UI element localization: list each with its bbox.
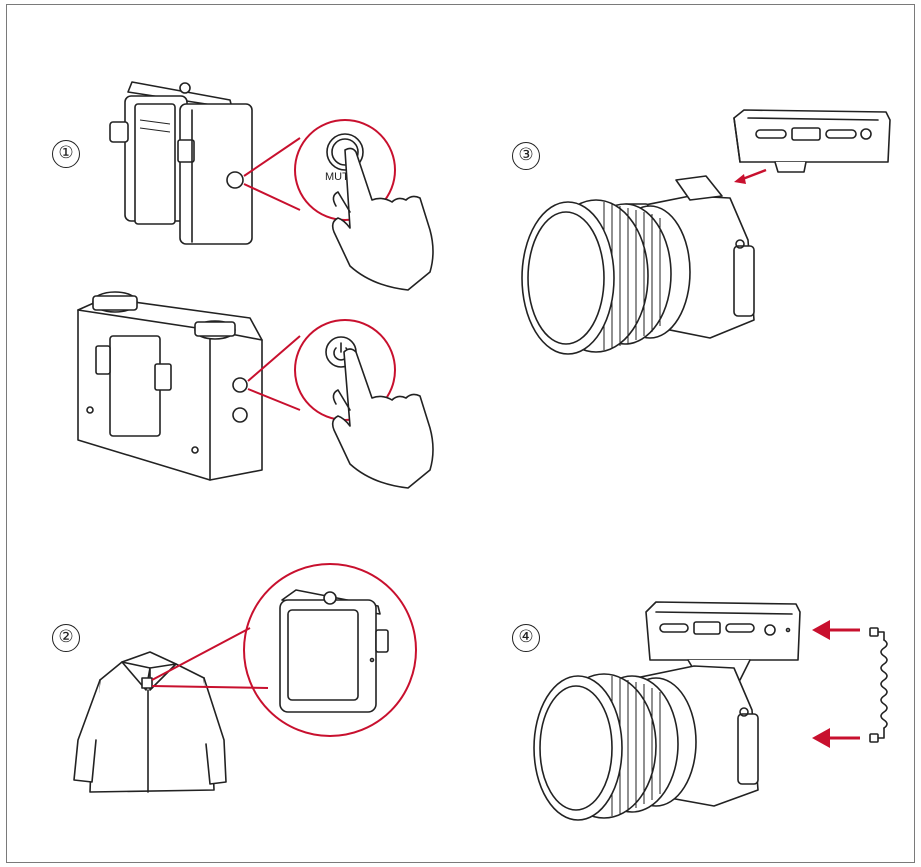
shirt-illustration	[73, 651, 227, 793]
step-2-number: ②	[52, 624, 80, 652]
arrow-icon-lower	[812, 728, 860, 748]
arrow-icon	[734, 168, 767, 184]
camera-step-3	[521, 175, 755, 355]
receiver-on-top	[733, 109, 891, 173]
coiled-cable	[869, 627, 888, 743]
arrow-icon-upper	[812, 620, 860, 640]
transmitter-device-top	[109, 81, 253, 245]
camera-step-4	[533, 665, 759, 821]
step-1-number: ①	[52, 140, 80, 168]
hand-press-icon-2	[331, 348, 434, 489]
callout-lines-power	[247, 335, 301, 411]
callout-lines-clip	[151, 627, 269, 689]
clip-transmitter-callout	[243, 563, 417, 737]
receiver-device	[77, 291, 263, 481]
callout-lines-mute	[243, 137, 301, 211]
hand-press-icon	[331, 147, 434, 291]
step-3-number: ③	[512, 142, 540, 170]
step-4-number: ④	[512, 624, 540, 652]
